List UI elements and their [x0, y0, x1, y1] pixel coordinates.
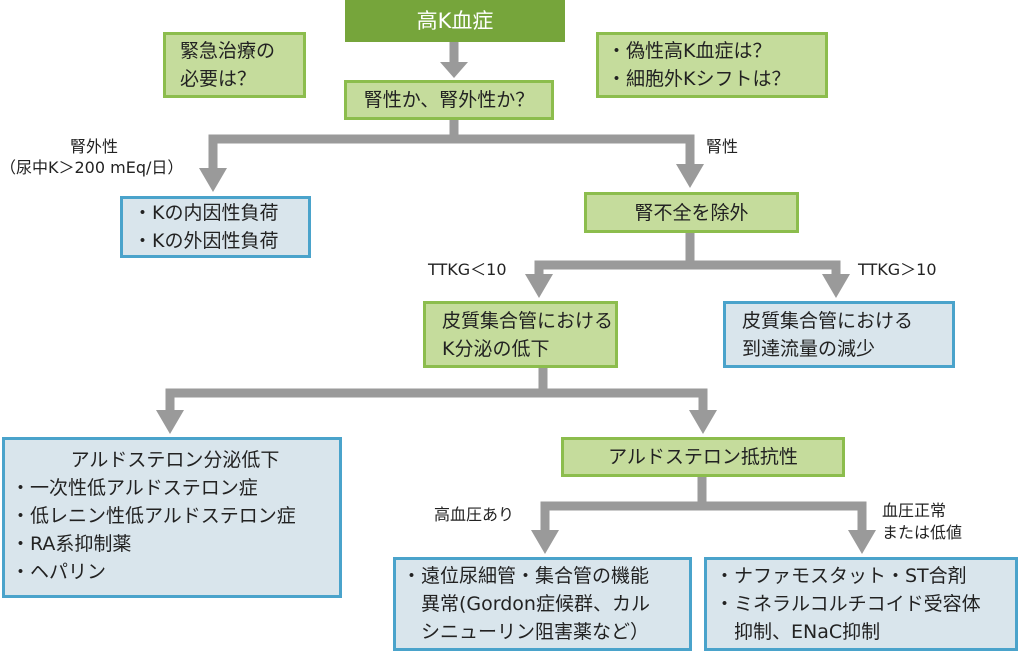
- node-line: ・偽性高K血症は？: [607, 40, 772, 62]
- node-line: 抑制、ENaC抑制: [715, 621, 881, 643]
- edge-label-hypertension: 高血圧あり: [434, 504, 514, 526]
- node-line: 緊急治療の: [180, 40, 276, 62]
- edge-label-renal: 腎性: [706, 136, 738, 158]
- node-line: K分泌の低下: [442, 337, 550, 360]
- arrow-to-distal: [540, 477, 707, 532]
- node-list-item: ・ヘパリン: [11, 561, 107, 583]
- node-text: 腎不全を除外: [634, 201, 749, 224]
- flow-decrease-node: 皮質集合管における 到達流量の減少: [723, 301, 955, 368]
- edge-label-extrarenal-criteria: （尿中K＞200 mEq/日）: [0, 157, 183, 179]
- title-node: 高K血症: [345, 0, 565, 42]
- exclude-renal-failure-node: 腎不全を除外: [584, 192, 799, 233]
- arrowhead: [689, 410, 717, 434]
- aldo-resistance-node: アルドステロン抵抗性: [561, 437, 845, 477]
- edge-label-ttkg-low: TTKG＜10: [428, 259, 507, 281]
- edge-label-text: TTKG＞10: [858, 260, 937, 279]
- node-line: ・Kの外因性負荷: [133, 230, 279, 252]
- node-list-item: ・RA系抑制薬: [11, 533, 132, 555]
- edge-label-line: 血圧正常: [882, 501, 947, 520]
- drugs-node: ・ナファモスタット・ST合剤 ・ミネラルコルチコイド受容体 抑制、ENaC抑制: [704, 557, 1018, 651]
- edge-label-text: 腎性: [706, 137, 739, 156]
- arrowhead: [525, 274, 553, 298]
- edge-label-text: TTKG＜10: [428, 260, 507, 279]
- node-line: ・Kの内因性負荷: [133, 202, 279, 224]
- edge-label-text: 高血圧あり: [434, 505, 515, 524]
- arrowhead: [199, 168, 227, 192]
- node-line: ・細胞外Kシフトは？: [607, 68, 791, 90]
- node-line: 皮質集合管における: [742, 309, 914, 332]
- arrowhead: [156, 410, 184, 434]
- node-line: 到達流量の減少: [742, 337, 876, 360]
- extrarenal-result-node: ・Kの内因性負荷 ・Kの外因性負荷: [120, 196, 311, 258]
- edge-label-normotension: 血圧正常 または低値: [882, 500, 962, 544]
- node-line: 異常(Gordon症候群、カル: [402, 593, 650, 615]
- edge-label-line: 腎外性: [70, 137, 119, 156]
- node-list-item: ・低レニン性低アルドステロン症: [11, 505, 296, 527]
- edge-label-line: または低値: [882, 523, 963, 542]
- renal-or-extrarenal-node: 腎性か、腎外性か？: [344, 80, 554, 120]
- k-secretion-decrease-node: 皮質集合管における K分泌の低下: [423, 301, 618, 368]
- arrow-to-drugs: [702, 501, 867, 532]
- arrowhead: [531, 530, 559, 554]
- node-line: 必要は？: [180, 68, 257, 90]
- node-heading: アルドステロン分泌低下: [70, 449, 280, 471]
- emergency-node: 緊急治療の 必要は？: [163, 32, 306, 98]
- arrowhead: [848, 530, 876, 554]
- aldo-secretion-decrease-node: アルドステロン分泌低下 ・一次性低アルドステロン症 ・低レニン性低アルドステロン…: [2, 437, 342, 598]
- node-text: アルドステロン抵抗性: [608, 446, 798, 468]
- arrow-to-aldo-secretion: [165, 368, 548, 412]
- arrow-to-extrarenal: [208, 120, 459, 170]
- arrowhead: [676, 164, 704, 188]
- arrowhead: [440, 62, 468, 78]
- arrow-to-renal: [454, 134, 695, 166]
- node-line: ・ナファモスタット・ST合剤: [715, 565, 967, 587]
- node-line: シニューリン阻害薬など）: [402, 621, 650, 643]
- node-list-item: ・一次性低アルドステロン症: [11, 477, 258, 499]
- arrow-to-flow: [690, 260, 841, 276]
- node-line: 皮質集合管における: [442, 309, 614, 332]
- node-line: ・遠位尿細管・集合管の機能: [402, 565, 650, 587]
- edge-label-line: （尿中K＞200 mEq/日）: [0, 158, 184, 177]
- distal-dysfunction-node: ・遠位尿細管・集合管の機能 異常(Gordon症候群、カル シニューリン阻害薬な…: [393, 557, 692, 651]
- edge-label-extrarenal: 腎外性: [70, 136, 118, 158]
- arrow-to-k-secretion: [534, 233, 695, 276]
- pseudo-hyperkalemia-node: ・偽性高K血症は？ ・細胞外Kシフトは？: [596, 32, 828, 98]
- arrow-to-aldo-resistance: [543, 388, 708, 412]
- node-line: ・ミネラルコルチコイド受容体: [715, 593, 981, 615]
- arrowhead: [822, 274, 850, 298]
- title-text: 高K血症: [416, 9, 494, 33]
- edge-label-ttkg-high: TTKG＞10: [858, 259, 937, 281]
- node-text: 腎性か、腎外性か？: [363, 89, 535, 111]
